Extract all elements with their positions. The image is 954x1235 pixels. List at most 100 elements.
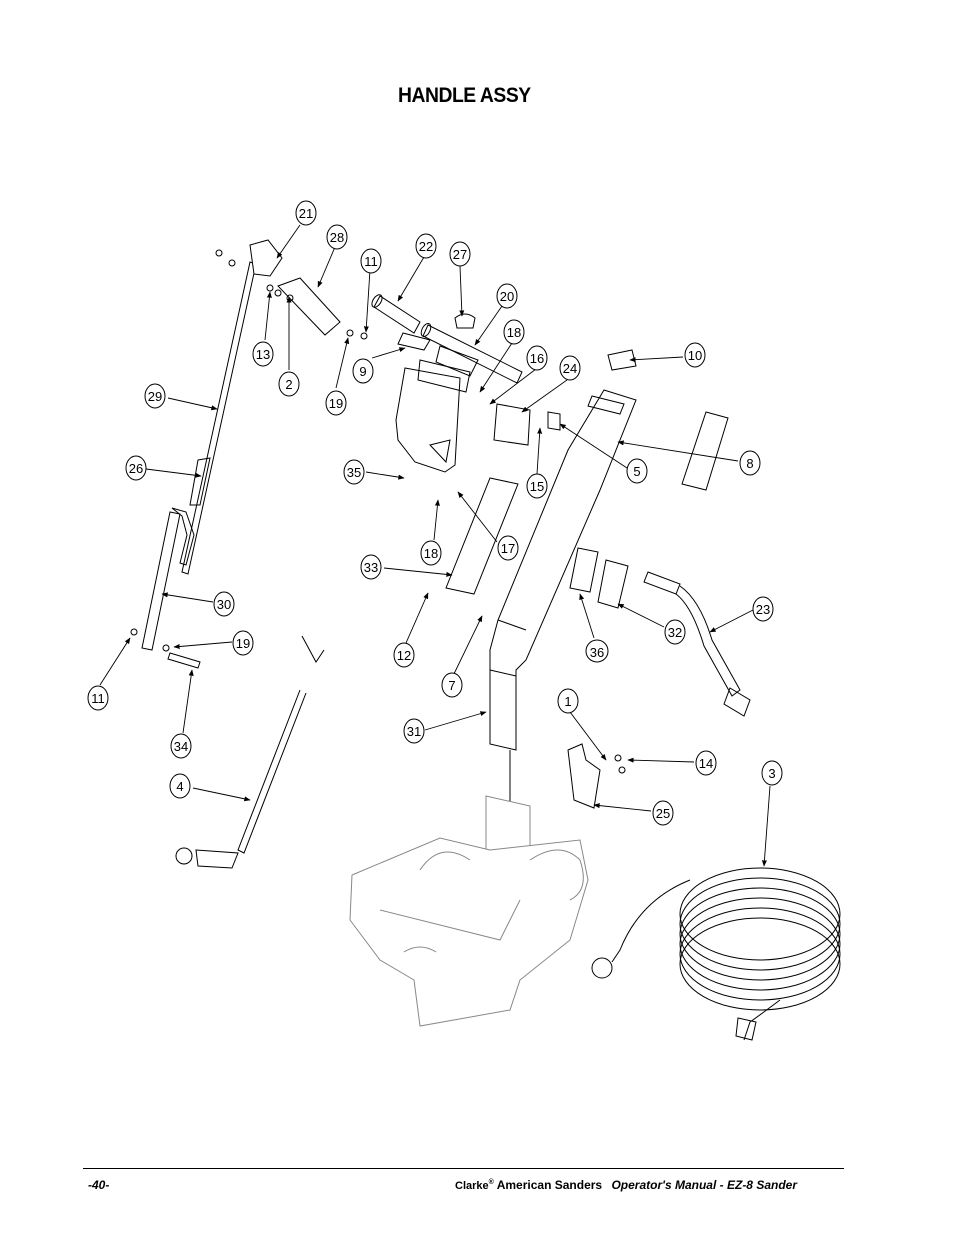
- callout-c18a: 18: [503, 319, 525, 345]
- callout-bubble: [87, 685, 109, 711]
- callout-label: 4: [176, 779, 183, 794]
- footer-brand: Clarke: [455, 1180, 489, 1192]
- callout-c12: 12: [393, 642, 415, 668]
- callout-label: 11: [91, 691, 105, 706]
- callout-label: 3: [768, 766, 775, 781]
- callout-c31: 31: [403, 718, 425, 744]
- callout-label: 33: [364, 560, 378, 575]
- lever-rod-part: [181, 239, 283, 575]
- callout-label: 34: [174, 739, 188, 754]
- callout-c30: 30: [213, 591, 235, 617]
- callout-c1: 1: [557, 688, 579, 714]
- callout-c8: 8: [739, 450, 761, 476]
- callout-bubble: [496, 283, 518, 309]
- callout-bubble: [169, 773, 191, 799]
- callout-bubble: [695, 750, 717, 776]
- callout-label: 19: [329, 396, 343, 411]
- callout-bubble: [144, 383, 166, 409]
- callout-bubble: [352, 358, 374, 384]
- callout-bubble: [752, 596, 774, 622]
- callout-c33: 33: [360, 554, 382, 580]
- callout-c22: 22: [415, 233, 437, 259]
- callout-bubble: [626, 458, 648, 484]
- callout-label: 23: [756, 602, 770, 617]
- callout-bubble: [393, 642, 415, 668]
- callout-c11b: 11: [87, 685, 109, 711]
- callout-label: 13: [256, 347, 270, 362]
- power-cord-coil-part: [591, 867, 841, 1041]
- callout-bubble: [684, 342, 706, 368]
- callout-c18b: 18: [420, 540, 442, 566]
- lower-cord-part: [175, 635, 325, 869]
- callout-label: 27: [453, 247, 467, 262]
- callout-bubble: [449, 241, 471, 267]
- footer-company: American Sanders: [496, 1178, 603, 1192]
- callout-bubble: [170, 733, 192, 759]
- callout-bubble: [360, 248, 382, 274]
- callout-c29: 29: [144, 383, 166, 409]
- callout-label: 7: [448, 678, 455, 693]
- callout-bubble: [761, 760, 783, 786]
- footer-registered-mark: ®: [488, 1179, 494, 1186]
- page-number: -40-: [88, 1178, 110, 1192]
- callout-bubble: [213, 591, 235, 617]
- callout-c36: 36: [585, 639, 609, 663]
- callout-c15: 15: [526, 473, 548, 499]
- callout-bubble: [278, 371, 300, 397]
- callout-c13: 13: [252, 341, 274, 367]
- callout-label: 18: [424, 546, 438, 561]
- callout-label: 25: [656, 806, 670, 821]
- callout-bubble: [232, 630, 254, 656]
- callout-label: 29: [148, 389, 162, 404]
- callout-c16: 16: [526, 345, 548, 371]
- callout-c5: 5: [626, 458, 648, 484]
- callout-c21: 21: [295, 200, 317, 226]
- callout-bubble: [557, 688, 579, 714]
- callout-bubble: [441, 672, 463, 698]
- callout-bubble: [295, 200, 317, 226]
- callout-bubble: [664, 619, 686, 645]
- callout-c27: 27: [449, 241, 471, 267]
- callout-label: 2: [285, 377, 292, 392]
- callout-label: 16: [530, 351, 544, 366]
- callout-c26: 26: [125, 455, 147, 481]
- callout-label: 18: [507, 325, 521, 340]
- callout-c9: 9: [352, 358, 374, 384]
- callout-label: 14: [699, 756, 713, 771]
- base-frame-part: [349, 795, 589, 1027]
- footer-credit: Clarke® American Sanders Operator's Manu…: [455, 1178, 797, 1192]
- callout-label: 26: [129, 461, 143, 476]
- callout-label: 20: [500, 289, 514, 304]
- callout-c17: 17: [497, 535, 519, 561]
- page-title: HANDLE ASSY: [398, 84, 531, 107]
- callout-c28: 28: [326, 224, 348, 250]
- callout-c4: 4: [169, 773, 191, 799]
- callout-c34: 34: [170, 733, 192, 759]
- callout-bubble: [497, 535, 519, 561]
- footer-rule: [83, 1168, 844, 1169]
- callout-label: 28: [330, 230, 344, 245]
- callout-label: 17: [501, 541, 515, 556]
- lower-link-part: [130, 507, 201, 669]
- grips-part: [371, 294, 523, 384]
- callout-c19b: 19: [232, 630, 254, 656]
- callout-bubble: [252, 341, 274, 367]
- callout-c20: 20: [496, 283, 518, 309]
- link-plate-part: [266, 277, 368, 340]
- leader-lines: [99, 224, 771, 867]
- switch-housing-part: [395, 332, 479, 473]
- callout-label: 10: [688, 348, 702, 363]
- handle-tube-part: [489, 389, 637, 900]
- callout-bubble: [503, 319, 525, 345]
- callout-bubble: [125, 455, 147, 481]
- callout-bubble: [585, 639, 609, 663]
- inlet-cord-part: [643, 571, 751, 717]
- callout-c25: 25: [652, 800, 674, 826]
- callout-bubble: [559, 355, 581, 381]
- callout-bubble: [420, 540, 442, 566]
- callout-c10: 10: [684, 342, 706, 368]
- callout-label: 21: [299, 206, 313, 221]
- callout-label: 1: [564, 694, 571, 709]
